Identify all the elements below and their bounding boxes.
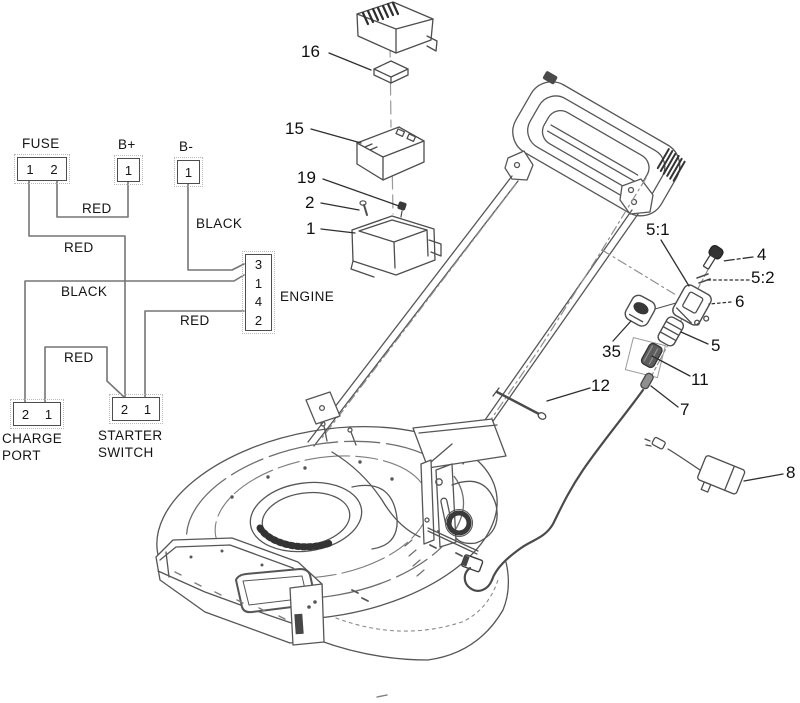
clip-52-drawing (696, 273, 711, 284)
mower-deck (156, 418, 510, 661)
charge-port-connector: 2 1 (10, 399, 64, 429)
b-plus-connector: 1 (114, 155, 143, 185)
leader-lines (310, 52, 784, 482)
battery-box-1-drawing (350, 215, 442, 278)
callout-16: 16 (301, 42, 320, 61)
callout-4: 4 (757, 245, 767, 264)
switch-housing-6-drawing (672, 284, 712, 326)
callout-6: 6 (735, 292, 745, 311)
cable-routing-dashes (321, 177, 677, 439)
b-minus-pin-1: 1 (184, 164, 193, 180)
callout-12: 12 (591, 376, 610, 395)
handle-assembly (305, 71, 686, 465)
pulley (446, 510, 472, 536)
wire-red-fuse-starter (28, 179, 126, 398)
engine-pin-4: 4 (254, 294, 263, 310)
b-plus-pin-1: 1 (124, 162, 133, 178)
harness-cable (463, 388, 645, 592)
pad-16-drawing (373, 60, 409, 84)
starter-switch-pin-1: 1 (143, 401, 152, 417)
callout-5-1: 5:1 (646, 220, 670, 239)
cover-grip-hatch (361, 1, 400, 26)
key-4-drawing (702, 244, 724, 270)
b-plus-label: B+ (118, 137, 136, 152)
engine-pin-3: 3 (254, 256, 263, 272)
callout-35: 35 (602, 342, 621, 361)
fuse-connector: 1 2 (14, 154, 70, 184)
wire-black-bminus-engine (187, 183, 245, 271)
deck-bolts (230, 460, 394, 499)
engine-pin-2: 2 (254, 313, 263, 329)
engine-pin-1: 1 (254, 275, 263, 291)
starter-switch-pin-2: 2 (120, 401, 129, 417)
charge-port-pin-2: 2 (21, 406, 30, 422)
bumper-dashes (174, 571, 286, 620)
wire-label-black-bminus: BLACK (196, 216, 243, 231)
pin-7-drawing (640, 372, 654, 390)
callout-5: 5 (711, 336, 721, 355)
wire-label-red-fuse-starter: RED (64, 240, 94, 255)
wire-red-fuse-bplus (56, 179, 129, 218)
callout-15: 15 (285, 119, 304, 138)
handle-bracket-right (619, 178, 654, 215)
grip-hatch (656, 148, 686, 182)
wiring-wires (24, 179, 245, 403)
callout-1: 1 (306, 219, 316, 238)
ignition-axis (643, 248, 720, 391)
screw-2-drawing (359, 200, 368, 216)
callout-2: 2 (305, 193, 315, 212)
page-mark (376, 694, 388, 698)
fuse-label: FUSE (22, 136, 60, 151)
wire-red-starter-engine (144, 310, 245, 398)
wire-label-red-starter: RED (180, 313, 210, 328)
callout-11: 11 (691, 370, 709, 389)
cap-35-drawing (624, 294, 656, 327)
battery-cover-drawing (356, 1, 438, 54)
callout-7: 7 (680, 400, 690, 419)
battery-15-drawing (356, 126, 425, 181)
engine-label: ENGINE (280, 289, 335, 304)
deck-hub (249, 481, 363, 553)
rear-bracket (404, 443, 498, 577)
charger-8-drawing (644, 436, 746, 495)
callout-19: 19 (297, 168, 316, 187)
wire-label-red-charge: RED (64, 350, 94, 365)
callout-8: 8 (786, 463, 796, 482)
engine-housing (451, 480, 498, 545)
tube-bracket-left (305, 391, 341, 425)
wire-red-charge-starter (44, 346, 125, 403)
callout-5-2: 5:2 (751, 268, 775, 287)
wire-label-red-fuse-bplus: RED (82, 201, 112, 216)
ignition-group (624, 244, 724, 391)
fuse-pin-1: 1 (26, 161, 34, 177)
charge-port-label: CHARGE PORT (2, 431, 63, 463)
charge-port-pin-1: 1 (44, 406, 53, 422)
connector-5-drawing (657, 316, 685, 347)
b-minus-label: B- (179, 139, 194, 154)
wire-black-charge-engine (24, 274, 245, 403)
b-minus-connector: 1 (174, 157, 203, 187)
belt-cover (351, 484, 398, 550)
rear-flap (412, 418, 507, 469)
front-bumper (155, 537, 325, 646)
fuse-pin-2: 2 (50, 161, 58, 177)
deck-rear-wall (331, 451, 421, 538)
wire-label-black-charge: BLACK (61, 284, 108, 299)
clip-19-drawing (397, 201, 407, 218)
starter-switch-label: STARTER SWITCH (98, 428, 163, 460)
starter-switch-connector: 2 1 (109, 394, 163, 424)
battery-assembly (350, 1, 442, 278)
bolt-12-drawing (492, 387, 547, 420)
engine-connector: 3 1 4 2 (242, 251, 275, 334)
